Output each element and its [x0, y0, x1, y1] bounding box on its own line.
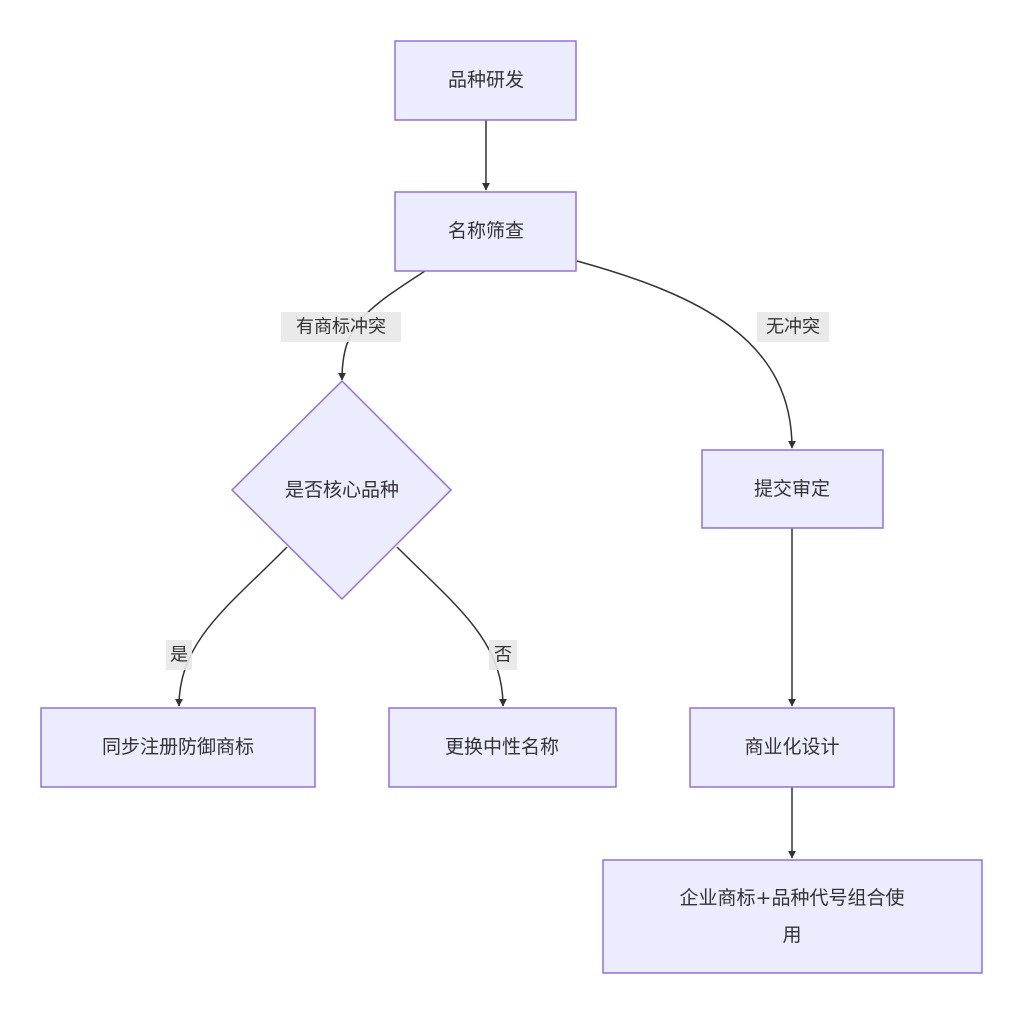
node-submit-review: 提交审定: [701, 449, 884, 529]
edge-label-yes: 是: [166, 640, 192, 670]
svg-text:是: 是: [170, 645, 188, 666]
svg-text:品种研发: 品种研发: [448, 69, 524, 91]
node-sync-register: 同步注册防御商标: [40, 707, 316, 788]
svg-text:提交审定: 提交审定: [754, 478, 830, 500]
edge-label-no: 否: [489, 640, 517, 670]
svg-text:更换中性名称: 更换中性名称: [445, 736, 559, 758]
svg-text:企业商标+品种代号组合使: 企业商标+品种代号组合使: [680, 887, 905, 909]
edge-core-to-sync: [175, 546, 288, 707]
node-change-name: 更换中性名称: [388, 707, 617, 788]
svg-text:是否核心品种: 是否核心品种: [285, 479, 399, 501]
node-commercial-design: 商业化设计: [689, 707, 895, 788]
edge-label-trademark-conflict: 有商标冲突: [281, 312, 401, 342]
svg-text:否: 否: [494, 645, 512, 666]
svg-text:同步注册防御商标: 同步注册防御商标: [102, 736, 254, 758]
node-combined-use: 企业商标+品种代号组合使 用: [602, 859, 983, 974]
node-is-core-variety: 是否核心品种: [230, 379, 453, 601]
node-variety-rd: 品种研发: [394, 40, 577, 121]
svg-text:用: 用: [782, 924, 801, 946]
svg-text:商业化设计: 商业化设计: [744, 736, 839, 758]
svg-text:无冲突: 无冲突: [766, 317, 820, 338]
edge-screening-to-submit: [576, 260, 796, 449]
edge-label-no-conflict: 无冲突: [757, 312, 829, 342]
svg-text:名称筛查: 名称筛查: [448, 220, 524, 242]
edge-core-to-change: [396, 546, 507, 707]
node-name-screening: 名称筛查: [394, 191, 577, 272]
svg-text:有商标冲突: 有商标冲突: [296, 317, 386, 338]
